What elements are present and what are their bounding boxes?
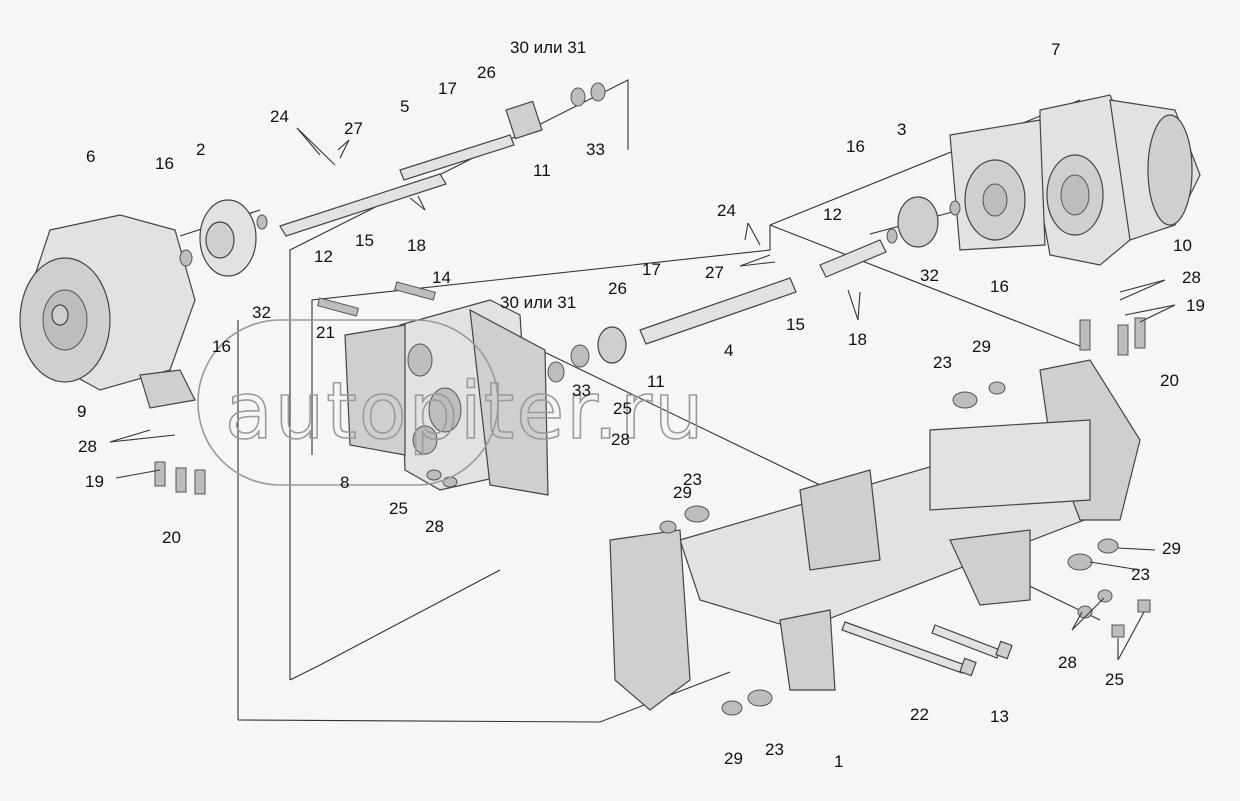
callout-29: 29 bbox=[673, 483, 692, 502]
callout-7: 7 bbox=[1051, 40, 1060, 59]
callout-26: 26 bbox=[608, 279, 627, 298]
callout-4: 4 bbox=[724, 341, 733, 360]
watermark: autopiter.ru bbox=[197, 319, 706, 486]
callout-29: 29 bbox=[972, 337, 991, 356]
callout-labels: 6 16 2 24 27 5 17 26 30 или 31 33 11 15 … bbox=[77, 38, 1205, 771]
watermark-text: autopiter.ru bbox=[225, 367, 706, 457]
callout-33: 33 bbox=[586, 140, 605, 159]
callout-1: 1 bbox=[834, 752, 843, 771]
callout-28: 28 bbox=[425, 517, 444, 536]
callout-2: 2 bbox=[196, 140, 205, 159]
callout-23: 23 bbox=[683, 470, 702, 489]
callout-17: 17 bbox=[642, 260, 661, 279]
callout-27: 27 bbox=[705, 263, 724, 282]
callout-30-or-31: 30 или 31 bbox=[500, 293, 576, 312]
callout-6: 6 bbox=[86, 147, 95, 166]
callout-3: 3 bbox=[897, 120, 906, 139]
callout-12: 12 bbox=[823, 205, 842, 224]
callout-29: 29 bbox=[1162, 539, 1181, 558]
callout-26: 26 bbox=[477, 63, 496, 82]
callout-18: 18 bbox=[848, 330, 867, 349]
callout-10: 10 bbox=[1173, 236, 1192, 255]
callout-33: 33 bbox=[572, 381, 591, 400]
callout-17: 17 bbox=[438, 79, 457, 98]
callout-16: 16 bbox=[846, 137, 865, 156]
callout-24: 24 bbox=[717, 201, 736, 220]
callout-16: 16 bbox=[155, 154, 174, 173]
final-drive-right bbox=[949, 94, 1201, 266]
callout-23: 23 bbox=[933, 353, 952, 372]
callout-22: 22 bbox=[910, 705, 929, 724]
callout-16: 16 bbox=[990, 277, 1009, 296]
callout-13: 13 bbox=[990, 707, 1009, 726]
callout-24: 24 bbox=[270, 107, 289, 126]
callout-28: 28 bbox=[1182, 268, 1201, 287]
callout-20: 20 bbox=[1160, 371, 1179, 390]
final-drive-left bbox=[19, 214, 196, 409]
callout-16: 16 bbox=[212, 337, 231, 356]
transmission-case-8 bbox=[344, 299, 549, 496]
shafts bbox=[279, 82, 961, 383]
frame-1 bbox=[609, 359, 1141, 711]
callout-19: 19 bbox=[85, 472, 104, 491]
callout-25: 25 bbox=[1105, 670, 1124, 689]
callout-15: 15 bbox=[355, 231, 374, 250]
callout-25: 25 bbox=[389, 499, 408, 518]
callout-29: 29 bbox=[724, 749, 743, 768]
callout-23: 23 bbox=[1131, 565, 1150, 584]
callout-25: 25 bbox=[613, 399, 632, 418]
leader-lines bbox=[109, 127, 1176, 661]
callout-5: 5 bbox=[400, 97, 409, 116]
long-bolts bbox=[841, 621, 1013, 677]
callout-28: 28 bbox=[78, 437, 97, 456]
callout-9: 9 bbox=[77, 402, 86, 421]
callout-18: 18 bbox=[407, 236, 426, 255]
callout-23: 23 bbox=[765, 740, 784, 759]
callout-28: 28 bbox=[611, 430, 630, 449]
callout-14: 14 bbox=[432, 268, 451, 287]
callout-19: 19 bbox=[1186, 296, 1205, 315]
callout-11: 11 bbox=[533, 161, 551, 180]
callout-28: 28 bbox=[1058, 653, 1077, 672]
callout-20: 20 bbox=[162, 528, 181, 547]
callout-27: 27 bbox=[344, 119, 363, 138]
callout-21: 21 bbox=[316, 323, 335, 342]
callout-11: 11 bbox=[647, 372, 665, 391]
callout-8: 8 bbox=[340, 473, 349, 492]
callout-32: 32 bbox=[252, 303, 271, 322]
callout-32: 32 bbox=[920, 266, 939, 285]
callout-12: 12 bbox=[314, 247, 333, 266]
callout-15: 15 bbox=[786, 315, 805, 334]
gear-2 bbox=[179, 199, 268, 277]
callout-30-or-31: 30 или 31 bbox=[510, 38, 586, 57]
